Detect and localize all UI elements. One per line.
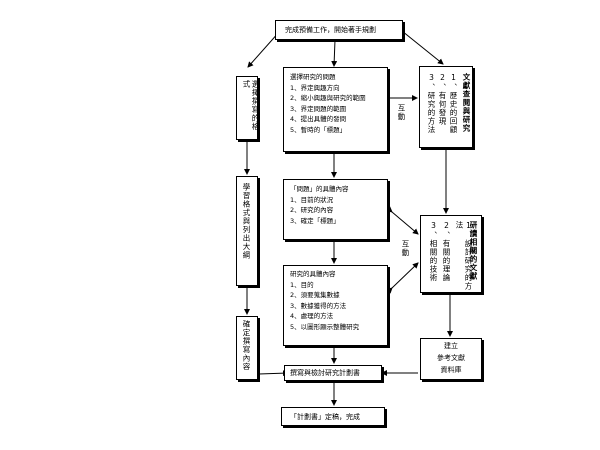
related-literature-item: 3、相關的技術	[429, 221, 438, 282]
interaction-label-2: 互動	[401, 240, 410, 257]
arrow-interaction-2-a	[386, 206, 419, 235]
database-line-2: 參考文獻	[437, 354, 465, 362]
question-content-item: 3、確定「標題」	[290, 216, 340, 225]
interaction-label-1: 互動	[397, 104, 406, 121]
arrow-start-to-question	[331, 39, 338, 67]
outline-label: 學習格式與列出大綱	[242, 183, 251, 260]
literature-item: 2、有何發現	[438, 73, 447, 126]
literature-box: 文獻查閱與研究 1、歷史的回顧 2、有何發現 3、研究的方法	[419, 66, 473, 148]
reference-database-box: 建立 參考文獻 資料庫	[420, 338, 482, 380]
question-content-title: 「問題」的具體內容	[290, 185, 349, 193]
select-format-label: 選擇撰寫的格式	[242, 80, 260, 131]
question-content-item: 1、目前的狀況	[290, 195, 334, 204]
related-literature-box: 研讀相關的文獻 1、設計研究的方法 2、有關的理論 3、相關的技術	[420, 215, 482, 293]
select-question-title: 選擇研究的問題	[290, 73, 336, 81]
plan-review-label: 撰寫與檢討研究計劃書	[290, 369, 360, 377]
related-literature-item: 2、有關的理論	[442, 221, 451, 282]
arrow-confirm-to-plan	[258, 370, 289, 377]
confirm-content-label: 確定撰寫內容	[242, 320, 251, 371]
database-line-3: 資料庫	[440, 366, 462, 374]
research-content-title: 研究的具體內容	[290, 270, 336, 278]
question-content-box: 「問題」的具體內容 1、目前的狀況 2、研究的內容 3、確定「標題」	[283, 179, 388, 240]
start-box: 完成預備工作，開始著手規劃	[275, 20, 403, 40]
literature-item: 3、研究的方法	[427, 73, 436, 134]
select-format-box: 選擇撰寫的格式	[236, 76, 260, 140]
arrow-interaction-2-b	[386, 262, 419, 294]
plan-review-box: 撰寫與檢討研究計劃書	[284, 365, 382, 381]
research-content-item: 5、以圖形顯示整體研究	[290, 322, 360, 331]
question-content-item: 2、研究的內容	[290, 206, 334, 214]
select-question-item: 2、縮小興趣與研究的範圍	[290, 94, 366, 102]
confirm-content-box: 確定撰寫內容	[236, 316, 258, 380]
research-content-box: 研究的具體內容 1、目的 2、須要蒐集數據 3、數據獲得的方法 4、處理的方法 …	[283, 265, 388, 346]
start-label: 完成預備工作，開始著手規劃	[285, 26, 376, 34]
literature-item: 1、歷史的回顧	[449, 73, 458, 134]
select-question-item: 3、界定問題的範圍	[290, 104, 347, 113]
related-literature-title: 研讀相關的文獻	[469, 221, 478, 281]
outline-box: 學習格式與列出大綱	[236, 176, 258, 286]
select-question-item: 1、界定興趣方向	[290, 83, 340, 92]
research-content-item: 3、數據獲得的方法	[290, 301, 347, 310]
database-line-1: 建立	[444, 342, 458, 350]
arrow-start-to-format	[247, 30, 281, 68]
final-label: 「計劃書」定稿，完成	[290, 413, 360, 421]
select-question-item: 5、暫時的「標題」	[290, 125, 347, 134]
select-question-box: 選擇研究的問題 1、界定興趣方向 2、縮小興趣與研究的範圍 3、界定問題的範圍 …	[283, 67, 388, 152]
research-content-item: 4、處理的方法	[290, 312, 334, 320]
research-content-item: 2、須要蒐集數據	[290, 291, 340, 299]
arrow-start-to-literature	[401, 30, 444, 65]
final-box: 「計劃書」定稿，完成	[281, 407, 385, 426]
related-literature-item: 1、設計研究的方法	[455, 221, 473, 291]
literature-title: 文獻查閱與研究	[462, 73, 471, 133]
select-question-item: 4、提出具體的發問	[290, 115, 347, 123]
research-content-item: 1、目的	[290, 280, 314, 289]
